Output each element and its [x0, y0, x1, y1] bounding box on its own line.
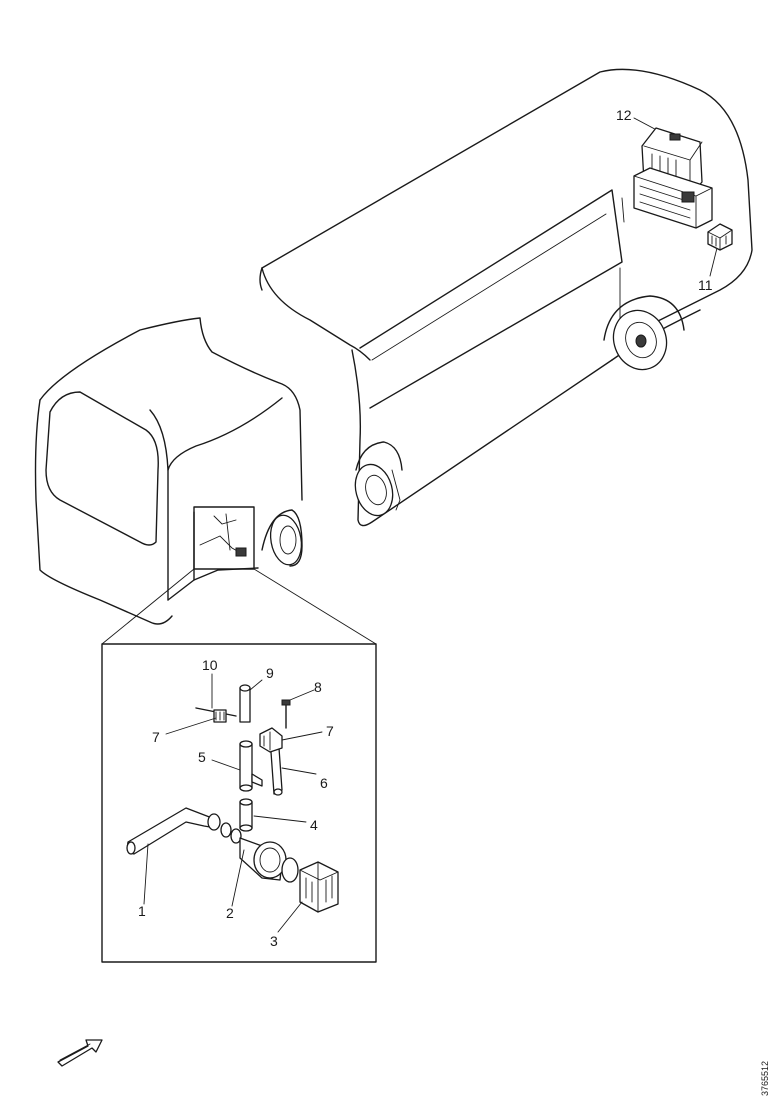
callout-5: 5	[198, 749, 206, 765]
callout-7-right: 7	[326, 723, 334, 739]
callout-12: 12	[616, 107, 632, 123]
callout-10: 10	[202, 657, 218, 673]
drawing-code: 3765512	[760, 1061, 770, 1096]
callout-11: 11	[698, 277, 713, 293]
callout-4: 4	[310, 817, 318, 833]
callout-3: 3	[270, 933, 278, 949]
arrow-icon	[57, 1039, 103, 1067]
callout-9: 9	[266, 665, 274, 681]
callout-2: 2	[226, 905, 234, 921]
bus-outline	[259, 68, 753, 527]
bus-front-outline	[34, 317, 303, 625]
callout-6: 6	[320, 775, 328, 791]
part-12-unit	[633, 127, 713, 229]
leader-lines	[143, 117, 719, 933]
part-11-unit	[707, 223, 733, 251]
callout-7-left: 7	[152, 729, 160, 745]
callout-8: 8	[314, 679, 322, 695]
callout-1: 1	[138, 903, 146, 919]
detail-box	[101, 643, 377, 963]
detail-parts	[126, 684, 339, 913]
